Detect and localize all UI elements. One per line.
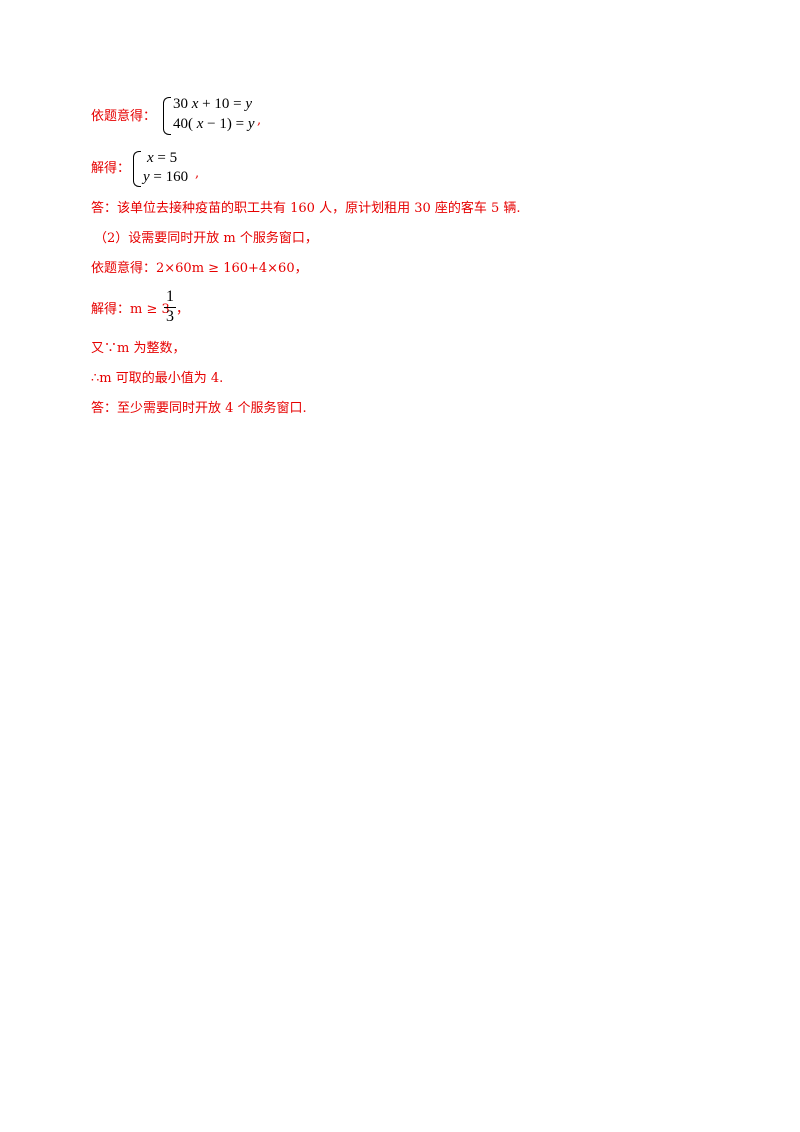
- line-setup-label: 依题意得：: [91, 109, 157, 124]
- minimum-value: ∴m 可取的最小值为 4.: [91, 371, 224, 386]
- line-solve-label: 解得：: [91, 161, 131, 176]
- solution-row-1: x = 5: [147, 150, 178, 166]
- equation-row-2: 40( x − 1) = y: [173, 116, 255, 132]
- fraction-bar: [164, 307, 176, 308]
- left-brace: [133, 151, 141, 187]
- part-2-heading: （2）设需要同时开放 m 个服务窗口，: [94, 231, 318, 246]
- equation-row-1: 30 x + 10 = y: [173, 96, 253, 112]
- comma: ,: [257, 113, 262, 128]
- inequality-line: 依题意得：2×60m ≥ 160+4×60，: [91, 261, 308, 276]
- equation-system-2: x = 5 y = 160 ,: [133, 150, 203, 188]
- inequality-solution: 解得：m ≥ 3: [91, 302, 170, 317]
- solution-row-2: y = 160: [143, 169, 189, 185]
- integer-note: 又∵m 为整数，: [91, 341, 186, 356]
- fraction-denominator: 3: [166, 308, 174, 325]
- comma: ,: [195, 166, 200, 181]
- equation-system-1: 30 x + 10 = y 40( x − 1) = y ,: [163, 96, 263, 136]
- fraction-numerator: 1: [166, 288, 174, 305]
- left-brace: [163, 97, 171, 135]
- comma: ，: [176, 302, 190, 317]
- answer-2: 答：至少需要同时开放 4 个服务窗口.: [91, 401, 307, 416]
- answer-1: 答：该单位去接种疫苗的职工共有 160 人，原计划租用 30 座的客车 5 辆.: [91, 201, 521, 216]
